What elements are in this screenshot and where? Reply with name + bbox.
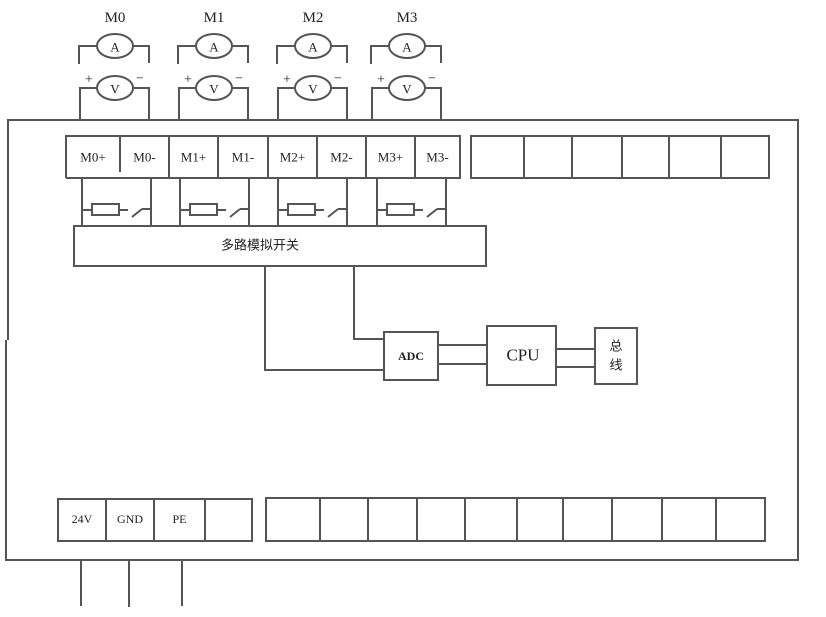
terminal-gnd: GND [117, 512, 143, 526]
meter-label: M1 [204, 10, 225, 26]
meter-m1: M1A V + − [177, 10, 249, 120]
ammeter-symbol: A [209, 40, 219, 55]
cpu-block: CPU [486, 325, 557, 386]
adc-label: ADC [398, 349, 424, 363]
cpu-box [486, 325, 557, 386]
switch-icon [426, 208, 438, 218]
ammeter-wire-right [425, 45, 442, 63]
ammeter-icon [195, 33, 233, 59]
meter-m3: M3A V + − [370, 10, 442, 120]
voltmeter-plus-sign: + [377, 73, 385, 88]
voltmeter-minus-sign: − [428, 72, 436, 87]
wire-mux-to-adc-1 [264, 266, 384, 371]
voltmeter-wire-left [371, 87, 389, 120]
channel-1 [179, 178, 250, 226]
meters-group: M0A V + − M1A V + − M2A V + − M3A V + − [78, 10, 442, 120]
ammeter-wire-left [276, 45, 295, 64]
wire-mux-to-adc-2 [353, 266, 384, 340]
resistor-icon [91, 203, 120, 216]
ammeter-symbol: A [110, 40, 120, 55]
voltmeter-symbol: V [110, 82, 120, 97]
voltmeter-wire-right [425, 87, 442, 120]
bus-box [594, 327, 638, 385]
analog-multiplexer: 多路模拟开关 [73, 225, 487, 267]
terminal-m3-minus: M3- [426, 150, 448, 165]
voltmeter-symbol: V [402, 82, 412, 97]
voltmeter-wire-right [133, 87, 150, 120]
voltmeter-plus-sign: + [184, 73, 192, 88]
cpu-label: CPU [506, 346, 539, 365]
voltmeter-symbol: V [308, 82, 318, 97]
ammeter-symbol: A [308, 40, 318, 55]
resistor-icon [287, 203, 316, 216]
voltmeter-symbol: V [209, 82, 219, 97]
multiplexer-label: 多路模拟开关 [221, 238, 299, 254]
ammeter-wire-right [232, 45, 249, 63]
resistor-icon [189, 203, 218, 216]
terminal-m3-plus: M3+ [378, 150, 403, 165]
ammeter-wire-right [133, 45, 150, 63]
bottom-spare-terminal-strip [265, 497, 766, 542]
terminal-24v: 24V [72, 512, 93, 526]
ammeter-symbol: A [402, 40, 412, 55]
ammeter-wire-left [78, 45, 97, 64]
terminal-pe: PE [172, 512, 186, 526]
terminal-m0-minus: M0- [133, 150, 155, 165]
ammeter-icon [294, 33, 332, 59]
ammeter-wire-left [177, 45, 196, 64]
terminal-m1-minus: M1- [232, 150, 254, 165]
terminal-m1-plus: M1+ [181, 150, 206, 165]
ammeter-icon [96, 33, 134, 59]
adc-box [383, 331, 439, 381]
bus-label-line1: 总 [609, 340, 622, 355]
multiplexer-box [73, 225, 487, 267]
voltmeter-minus-sign: − [235, 72, 243, 87]
switch-icon [229, 208, 241, 218]
meter-m0: M0A V + − [78, 10, 150, 120]
bus-block: 总 线 [594, 327, 638, 385]
voltmeter-wire-right [331, 87, 348, 120]
input-channels [81, 178, 447, 226]
ammeter-wire-right [331, 45, 348, 63]
meter-m2: M2A V + − [276, 10, 348, 120]
ammeter-icon [388, 33, 426, 59]
top-terminal-strip: M0+ M0- M1+ M1- M2+ M2- M3+ M3- [65, 135, 461, 179]
switch-icon [131, 208, 143, 218]
voltmeter-wire-right [232, 87, 249, 120]
bus-label-line2: 线 [609, 359, 622, 374]
voltmeter-plus-sign: + [85, 73, 93, 88]
spare-terminal-outline [470, 135, 770, 179]
voltmeter-icon [195, 75, 233, 101]
adc-block: ADC [383, 331, 439, 381]
spare-terminal-outline [265, 497, 766, 542]
module-frame [5, 119, 799, 561]
voltmeter-wire-left [178, 87, 196, 120]
bottom-power-terminal-strip: 24V GND PE [57, 498, 253, 542]
ammeter-wire-left [370, 45, 389, 64]
voltmeter-icon [388, 75, 426, 101]
voltmeter-minus-sign: − [136, 72, 144, 87]
voltmeter-wire-left [277, 87, 295, 120]
voltmeter-plus-sign: + [283, 73, 291, 88]
resistor-icon [386, 203, 415, 216]
channel-2 [277, 178, 348, 226]
meter-label: M0 [105, 10, 126, 26]
top-terminal-outline [65, 135, 461, 179]
switch-icon [327, 208, 339, 218]
terminal-m2-plus: M2+ [280, 150, 305, 165]
voltmeter-icon [294, 75, 332, 101]
voltmeter-minus-sign: − [334, 72, 342, 87]
meter-label: M2 [303, 10, 324, 26]
channel-0 [81, 178, 152, 226]
terminal-m2-minus: M2- [330, 150, 352, 165]
channel-3 [376, 178, 447, 226]
top-spare-terminal-strip [470, 135, 770, 179]
voltmeter-wire-left [79, 87, 97, 120]
voltmeter-icon [96, 75, 134, 101]
meter-label: M3 [397, 10, 418, 26]
terminal-m0-plus: M0+ [80, 150, 105, 165]
